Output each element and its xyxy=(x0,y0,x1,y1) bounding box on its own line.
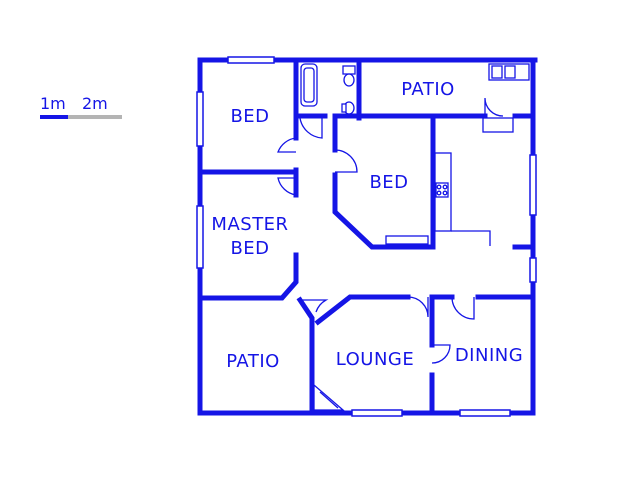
toilet-icon xyxy=(342,65,356,75)
door-lounge-dining xyxy=(431,344,451,364)
fireplace-icon xyxy=(313,383,345,411)
window-bottom-lounge xyxy=(351,409,403,417)
door-bed-top-left xyxy=(277,137,297,153)
interior-walls xyxy=(199,59,536,416)
door-swings xyxy=(277,97,504,364)
door-dining xyxy=(451,296,475,320)
door-patio-bottom xyxy=(300,299,329,313)
room-label-patio-bottom: PATIO xyxy=(226,351,280,372)
wardrobe-icon xyxy=(385,235,429,245)
windows xyxy=(196,56,537,417)
scale-label-1m: 1m xyxy=(40,94,66,113)
window-left-bed xyxy=(196,91,204,147)
bathtub-icon xyxy=(300,63,318,107)
window-right-kitchen xyxy=(529,154,537,216)
room-label-bed-center: BED xyxy=(369,172,409,193)
window-bottom-dining xyxy=(459,409,511,417)
kitchen-counter xyxy=(434,152,452,232)
door-lounge xyxy=(407,296,429,318)
room-label-dining: DINING xyxy=(454,345,524,366)
door-patio-top xyxy=(484,97,504,117)
room-label-patio-top: PATIO xyxy=(401,79,455,100)
counter-icon xyxy=(482,117,514,133)
room-label-master-bed-line2: BED xyxy=(230,238,270,259)
room-label-master-bed-line1: MASTER xyxy=(211,214,289,235)
door-bed-center xyxy=(334,149,358,173)
fixtures xyxy=(300,63,530,411)
scale-label-2m: 2m xyxy=(82,94,108,113)
room-label-bed-top-left: BED xyxy=(230,106,270,127)
room-label-lounge: LOUNGE xyxy=(335,349,415,370)
window-right-passage xyxy=(529,257,537,283)
door-bathroom xyxy=(299,117,323,139)
window-left-master-bed xyxy=(196,205,204,269)
window-top-bed xyxy=(227,56,275,64)
door-master-bed xyxy=(277,177,297,196)
